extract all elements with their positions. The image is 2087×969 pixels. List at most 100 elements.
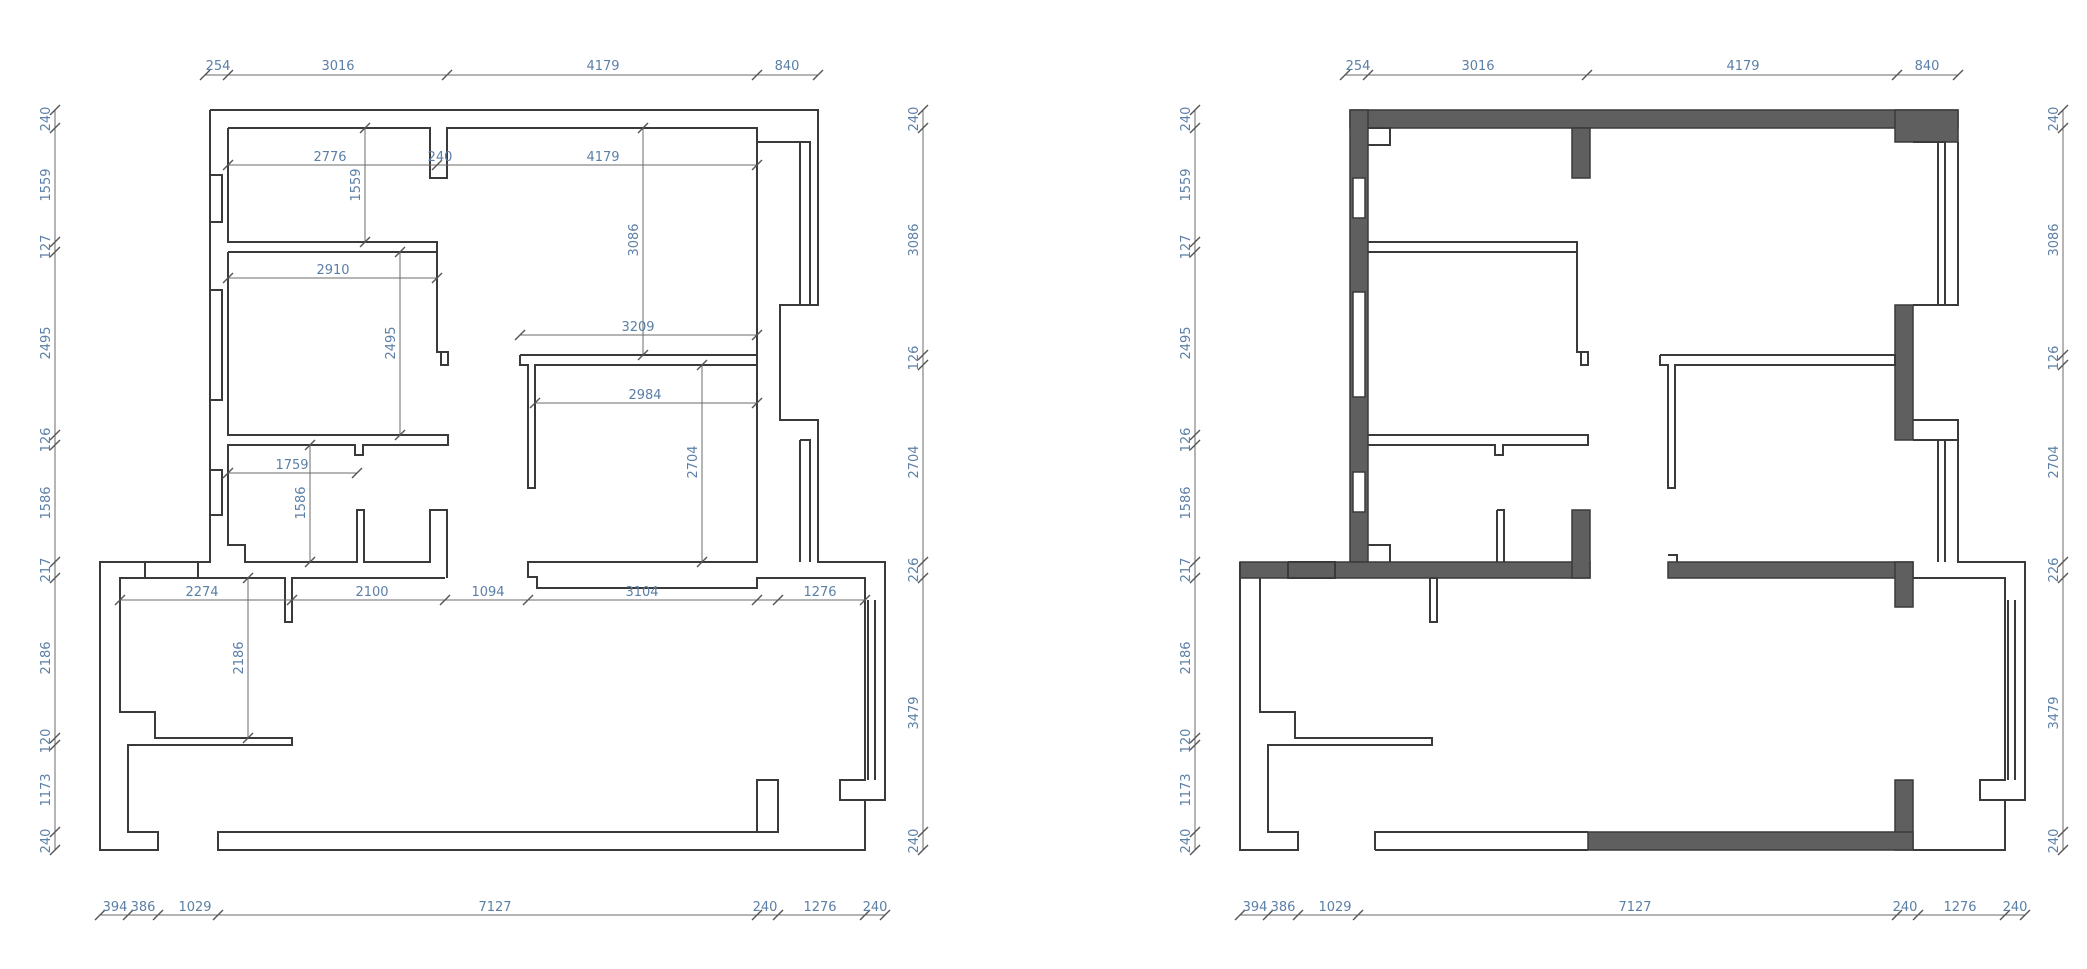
dim-r-left-4: 2495 — [1179, 326, 1194, 359]
dim-tick-right — [2057, 122, 2069, 134]
dim-r-left-2: 1559 — [1179, 168, 1194, 201]
plan-right: 254 3016 4179 840 394 386 1029 7127 240 … — [1179, 59, 2069, 921]
dim-right-2: 3086 — [907, 223, 922, 256]
dim-tick-interior — [114, 594, 126, 606]
dim-r-bottom-4: 7127 — [1618, 900, 1651, 915]
dim-r-bottom-3: 1029 — [1318, 900, 1351, 915]
dim-right-5: 226 — [907, 558, 922, 583]
dim-tick-bottom — [1912, 909, 1924, 921]
dim-tick-bottom — [1891, 909, 1903, 921]
dim-tick-left — [1189, 732, 1201, 744]
dim-int-1759: 1759 — [275, 458, 308, 473]
dim-left-5: 126 — [39, 428, 54, 453]
dim-r-right-6: 3479 — [2047, 696, 2062, 729]
dim-bottom-2: 386 — [131, 900, 156, 915]
dim-left-2: 1559 — [39, 168, 54, 201]
dim-right-7: 240 — [907, 829, 922, 854]
dim-int-3104: 3104 — [625, 585, 658, 600]
dim-tick-left — [49, 236, 61, 248]
dim-tick-interior — [696, 359, 708, 371]
dim-tick-left — [49, 122, 61, 134]
dim-tick-top — [222, 69, 234, 81]
dim-left-10: 1173 — [39, 773, 54, 806]
dim-tick-left — [1189, 439, 1201, 451]
dim-r-left-6: 1586 — [1179, 486, 1194, 519]
dim-left-7: 217 — [39, 558, 54, 583]
dim-int-1559: 1559 — [349, 168, 364, 201]
dim-tick-interior — [359, 236, 371, 248]
dim-tick-top — [751, 69, 763, 81]
dim-tick-interior — [222, 159, 234, 171]
dim-tick-interior — [242, 732, 254, 744]
dim-tick-interior — [304, 439, 316, 451]
dim-bottom-6: 1276 — [803, 900, 836, 915]
dim-tick-left — [1189, 246, 1201, 258]
dim-int-2186: 2186 — [232, 641, 247, 674]
dim-tick-left — [49, 104, 61, 116]
dim-int-1094: 1094 — [471, 585, 504, 600]
dim-tick-interior — [431, 272, 443, 284]
dim-tick-left — [49, 844, 61, 856]
dim-tick-right — [2057, 572, 2069, 584]
dim-right-6: 3479 — [907, 696, 922, 729]
dim-r-right-7: 240 — [2047, 829, 2062, 854]
plan-right-solid-walls — [1239, 109, 1959, 851]
dim-int-2776: 2776 — [313, 150, 346, 165]
dim-int-2984: 2984 — [628, 388, 661, 403]
dim-tick-left — [49, 826, 61, 838]
dim-tick-interior — [439, 594, 451, 606]
dim-tick-right — [917, 359, 929, 371]
plan-left-dimension-ticks — [49, 69, 929, 921]
plan-left-walls — [99, 109, 886, 851]
dim-tick-interior — [751, 594, 763, 606]
dim-bottom-7: 240 — [863, 900, 888, 915]
dim-tick-bottom — [1292, 909, 1304, 921]
dim-tick-top — [1581, 69, 1593, 81]
dim-right-4: 2704 — [907, 445, 922, 478]
dim-int-1586: 1586 — [294, 486, 309, 519]
dim-tick-left — [49, 246, 61, 258]
dim-bottom-3: 1029 — [178, 900, 211, 915]
dim-tick-interior — [522, 594, 534, 606]
dim-int-240: 240 — [428, 150, 453, 165]
dim-tick-bottom — [2019, 909, 2031, 921]
dim-r-right-1: 240 — [2047, 107, 2062, 132]
dim-tick-left — [1189, 844, 1201, 856]
dim-r-left-3: 127 — [1179, 235, 1194, 260]
dim-top-3: 4179 — [586, 59, 619, 74]
dim-bottom-5: 240 — [753, 900, 778, 915]
dim-tick-top — [1339, 69, 1351, 81]
dim-tick-bottom — [1352, 909, 1364, 921]
dim-tick-right — [2057, 826, 2069, 838]
dim-tick-interior — [514, 329, 526, 341]
dim-r-left-7: 217 — [1179, 558, 1194, 583]
dim-tick-top — [1362, 69, 1374, 81]
dim-tick-right — [917, 556, 929, 568]
dim-r-left-11: 240 — [1179, 829, 1194, 854]
dim-left-6: 1586 — [39, 486, 54, 519]
dim-tick-bottom — [94, 909, 106, 921]
dim-r-right-4: 2704 — [2047, 445, 2062, 478]
dim-r-bottom-7: 240 — [2003, 900, 2028, 915]
dim-bottom-4: 7127 — [478, 900, 511, 915]
dim-int-2100: 2100 — [355, 585, 388, 600]
dim-top-1: 254 — [206, 59, 231, 74]
dim-tick-right — [2057, 349, 2069, 361]
dim-tick-right — [2057, 359, 2069, 371]
dim-tick-bottom — [772, 909, 784, 921]
dim-r-top-3: 4179 — [1726, 59, 1759, 74]
dim-r-bottom-2: 386 — [1271, 900, 1296, 915]
dim-tick-interior — [304, 556, 316, 568]
dim-tick-right — [2057, 844, 2069, 856]
dim-r-bottom-5: 240 — [1893, 900, 1918, 915]
dim-tick-left — [1189, 826, 1201, 838]
dim-tick-interior — [859, 594, 871, 606]
dim-tick-interior — [359, 122, 371, 134]
dim-tick-right — [2057, 104, 2069, 116]
plan-left-dimension-lines — [54, 74, 924, 916]
dim-tick-top — [1952, 69, 1964, 81]
dim-int-2274: 2274 — [185, 585, 218, 600]
dim-bottom-1: 394 — [103, 900, 128, 915]
dim-left-3: 127 — [39, 235, 54, 260]
dim-int-4179: 4179 — [586, 150, 619, 165]
